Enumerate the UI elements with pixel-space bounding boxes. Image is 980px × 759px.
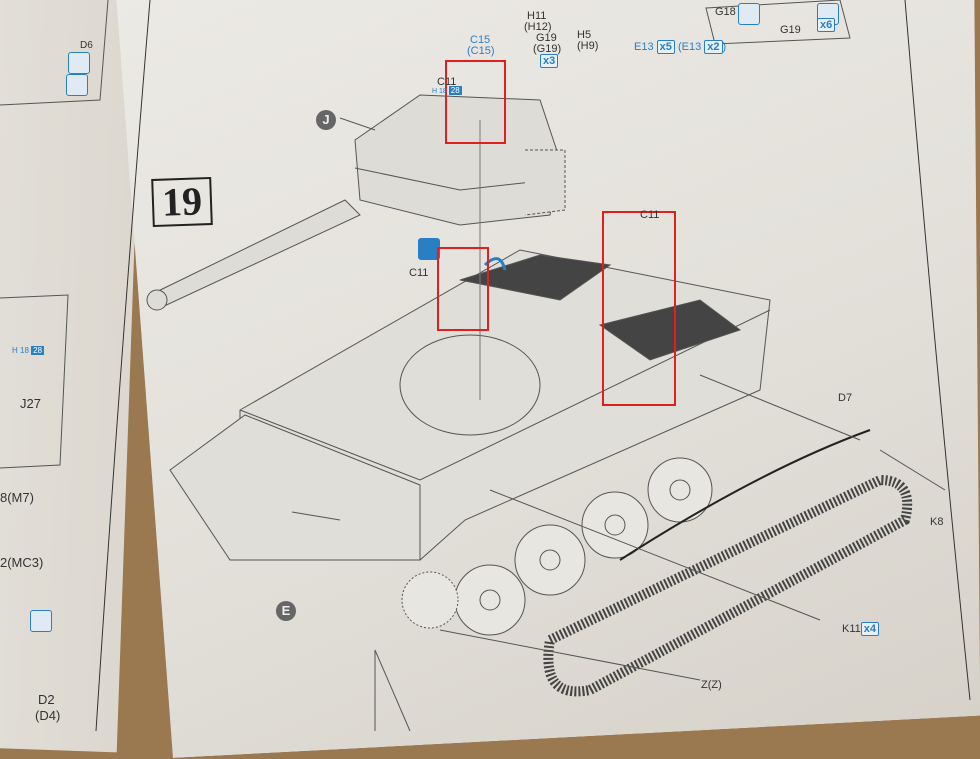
highlight-turret-c11 (445, 60, 506, 144)
page-border-left (95, 0, 151, 731)
part-c15: C15 (470, 34, 491, 46)
part-g18: G18 (715, 6, 736, 18)
road-wheels (401, 457, 713, 636)
assembly-e-marker: E (276, 601, 296, 621)
assembly-j-marker: J (316, 110, 336, 130)
track-link (543, 474, 913, 697)
part-c11-turret: C11 (437, 76, 457, 88)
part-k8: K8 (930, 516, 944, 528)
part-h11-alt: (H12) (524, 21, 552, 33)
turret-drawing (146, 94, 566, 311)
part-c11-hull-left: C11 (409, 267, 429, 279)
left-part-d4: (D4) (35, 708, 61, 723)
part-c15-alt: (C15) (467, 45, 495, 57)
part-e13-group: E13 x5 (E13 x2) (634, 40, 726, 54)
part-e13-alt: (E13 (677, 41, 702, 53)
part-e13-alt-close: ) (722, 41, 727, 53)
left-inset-top (0, 0, 109, 106)
tow-cable (619, 429, 871, 561)
left-inset-mid (0, 294, 69, 469)
hull-drawing (169, 249, 771, 561)
g19-qty-badge: x3 (540, 54, 559, 68)
part-track: Z(Z) (701, 679, 722, 691)
part-d7: D7 (838, 392, 853, 404)
part-g19-alt: (G19) (533, 43, 562, 55)
left-ref-prefix: H (12, 346, 18, 355)
e13-qty-badge: x5 (656, 40, 675, 54)
inset-qty-badge: x6 (817, 18, 836, 32)
e13-alt-qty-badge: x2 (704, 40, 723, 54)
part-e13: E13 (634, 41, 654, 53)
left-part-m7: 8(M7) (0, 490, 34, 505)
part-k11: K11 (842, 623, 861, 635)
paint-brush-icon-left (66, 74, 88, 96)
left-part-mc3: 2(MC3) (0, 555, 44, 570)
part-h11: H11 (527, 10, 547, 22)
page-border-right (904, 0, 971, 701)
highlight-hull-c11-left (437, 247, 489, 331)
part-c11-hull-right: C11 (640, 209, 660, 221)
glue-icon-left (68, 52, 90, 74)
left-ref-a: 18 (20, 346, 29, 355)
part-g19-inset: G19 (780, 24, 801, 36)
assembly-drawing (0, 0, 971, 731)
k11-qty-badge: x4 (860, 622, 880, 636)
left-part-d6: D6 (80, 40, 93, 51)
left-ref-b: 28 (31, 346, 45, 355)
left-part-d2: D2 (38, 692, 55, 707)
flip-model-icon (418, 238, 440, 260)
ref-prefix: H (432, 88, 438, 95)
highlight-hull-c11-right (602, 211, 676, 406)
part-h5: H5 (577, 29, 592, 41)
top-inset (705, 0, 851, 45)
water-drop-icon (30, 610, 52, 632)
left-part-j27: J27 (20, 396, 41, 411)
ref-a: 18 (439, 88, 447, 95)
step-number: 19 (151, 176, 213, 228)
part-h5-alt: (H9) (577, 40, 599, 52)
ref-b: 28 (448, 86, 462, 95)
part-g19: G19 (536, 32, 557, 44)
glue-icon (738, 3, 760, 25)
